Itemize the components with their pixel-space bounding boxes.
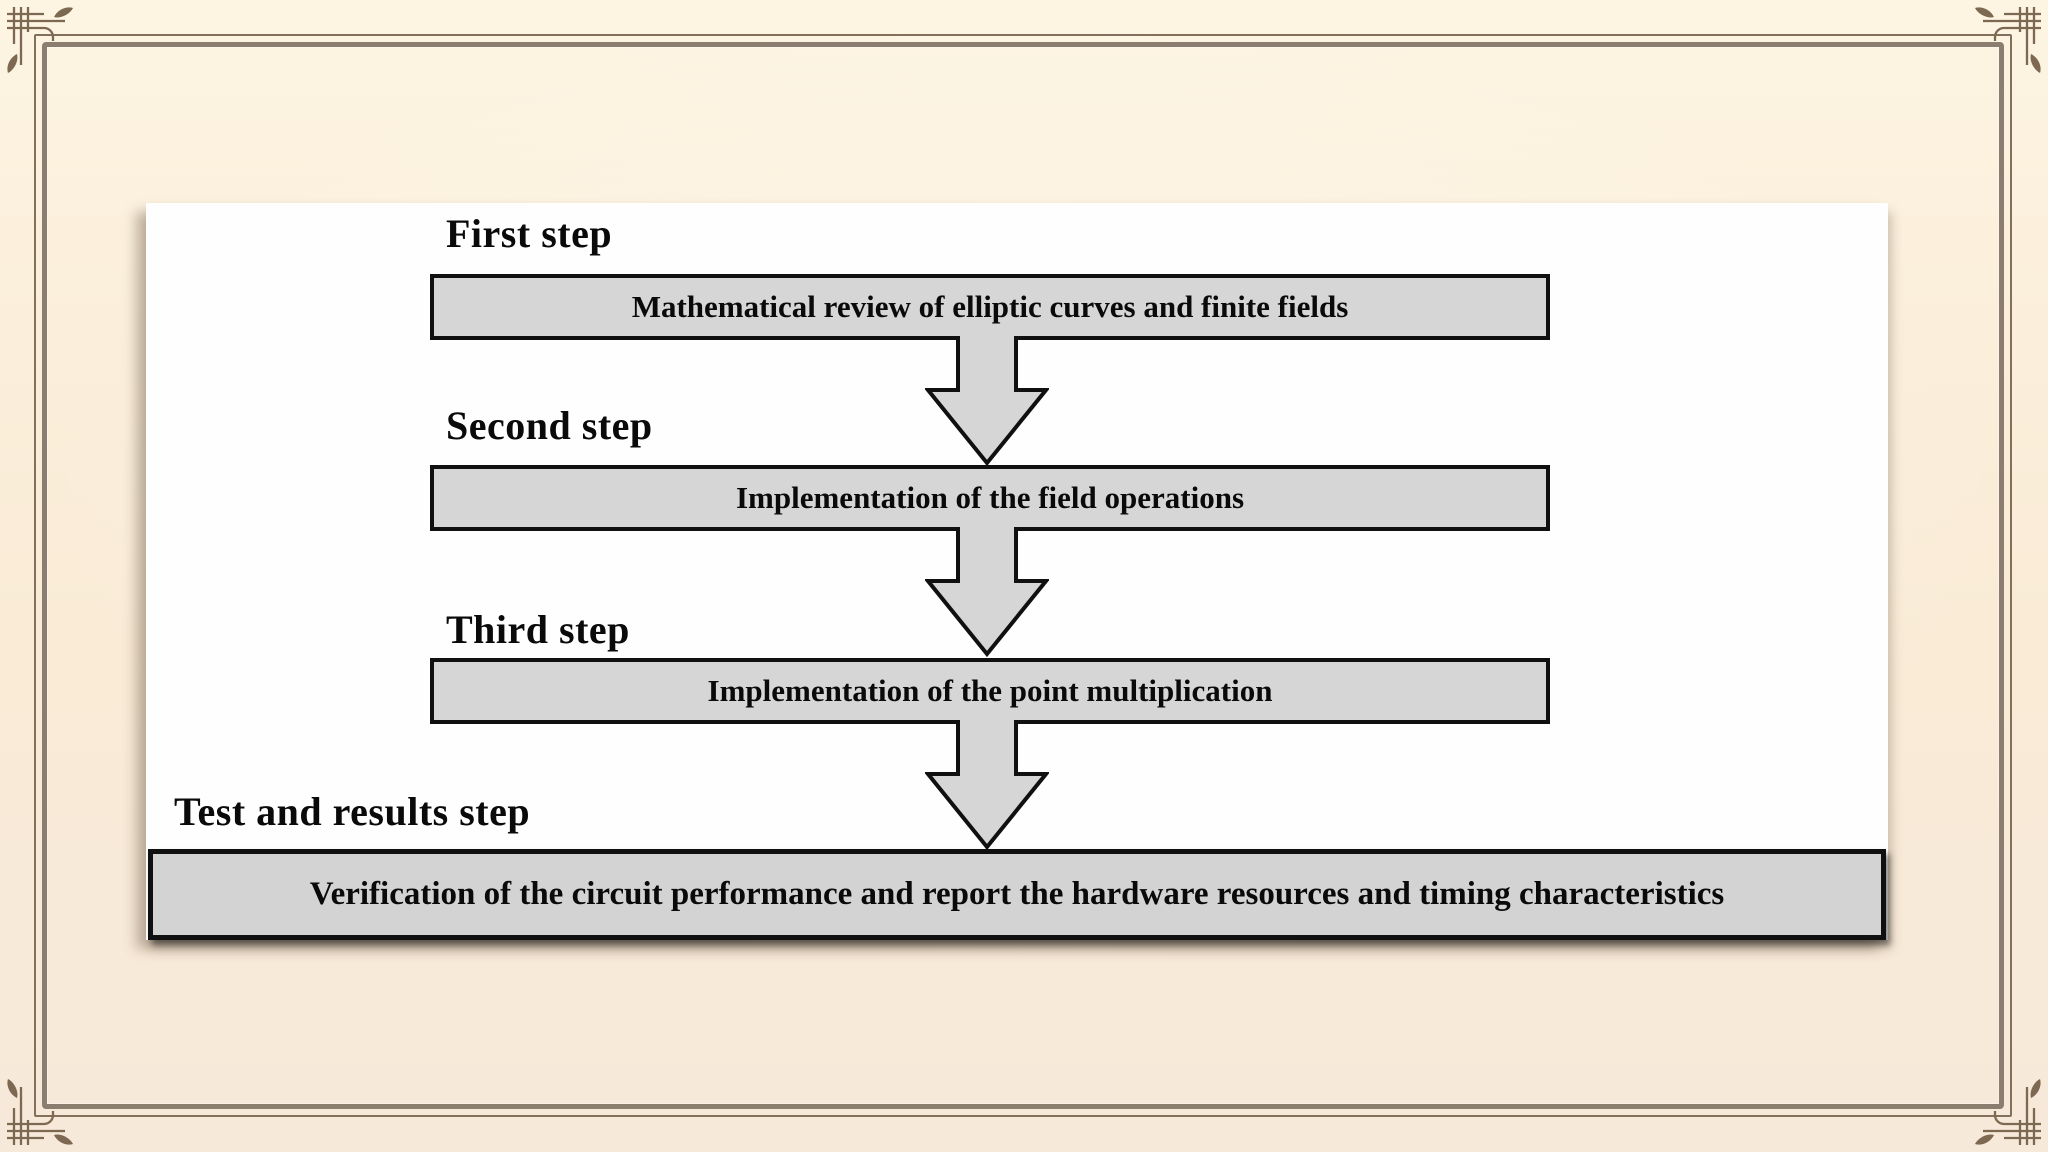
flow-box-first-step: Mathematical review of elliptic curves a… [430, 274, 1550, 340]
flow-box-text: Implementation of the point multiplicati… [707, 673, 1273, 708]
flow-box-second-step: Implementation of the field operations [430, 465, 1550, 531]
step-label-first: First step [446, 211, 613, 256]
step-label-second: Second step [446, 403, 653, 448]
corner-ornament-icon [4, 1076, 76, 1148]
flow-box-text: Verification of the circuit performance … [309, 876, 1725, 912]
flow-box-third-step: Implementation of the point multiplicati… [430, 658, 1550, 724]
flow-box-text: Mathematical review of elliptic curves a… [631, 289, 1349, 324]
flow-box-test-results-step: Verification of the circuit performance … [148, 849, 1886, 940]
flow-box-text: Implementation of the field operations [735, 480, 1245, 515]
step-label-third: Third step [446, 607, 630, 652]
down-arrow-icon [925, 527, 1049, 658]
corner-ornament-icon [1972, 1076, 2044, 1148]
corner-ornament-icon [4, 4, 76, 76]
flowchart-panel: First step Mathematical review of ellipt… [146, 203, 1888, 940]
step-label-test-results: Test and results step [174, 789, 531, 834]
down-arrow-icon [925, 720, 1049, 851]
down-arrow-icon [925, 336, 1049, 467]
corner-ornament-icon [1972, 4, 2044, 76]
